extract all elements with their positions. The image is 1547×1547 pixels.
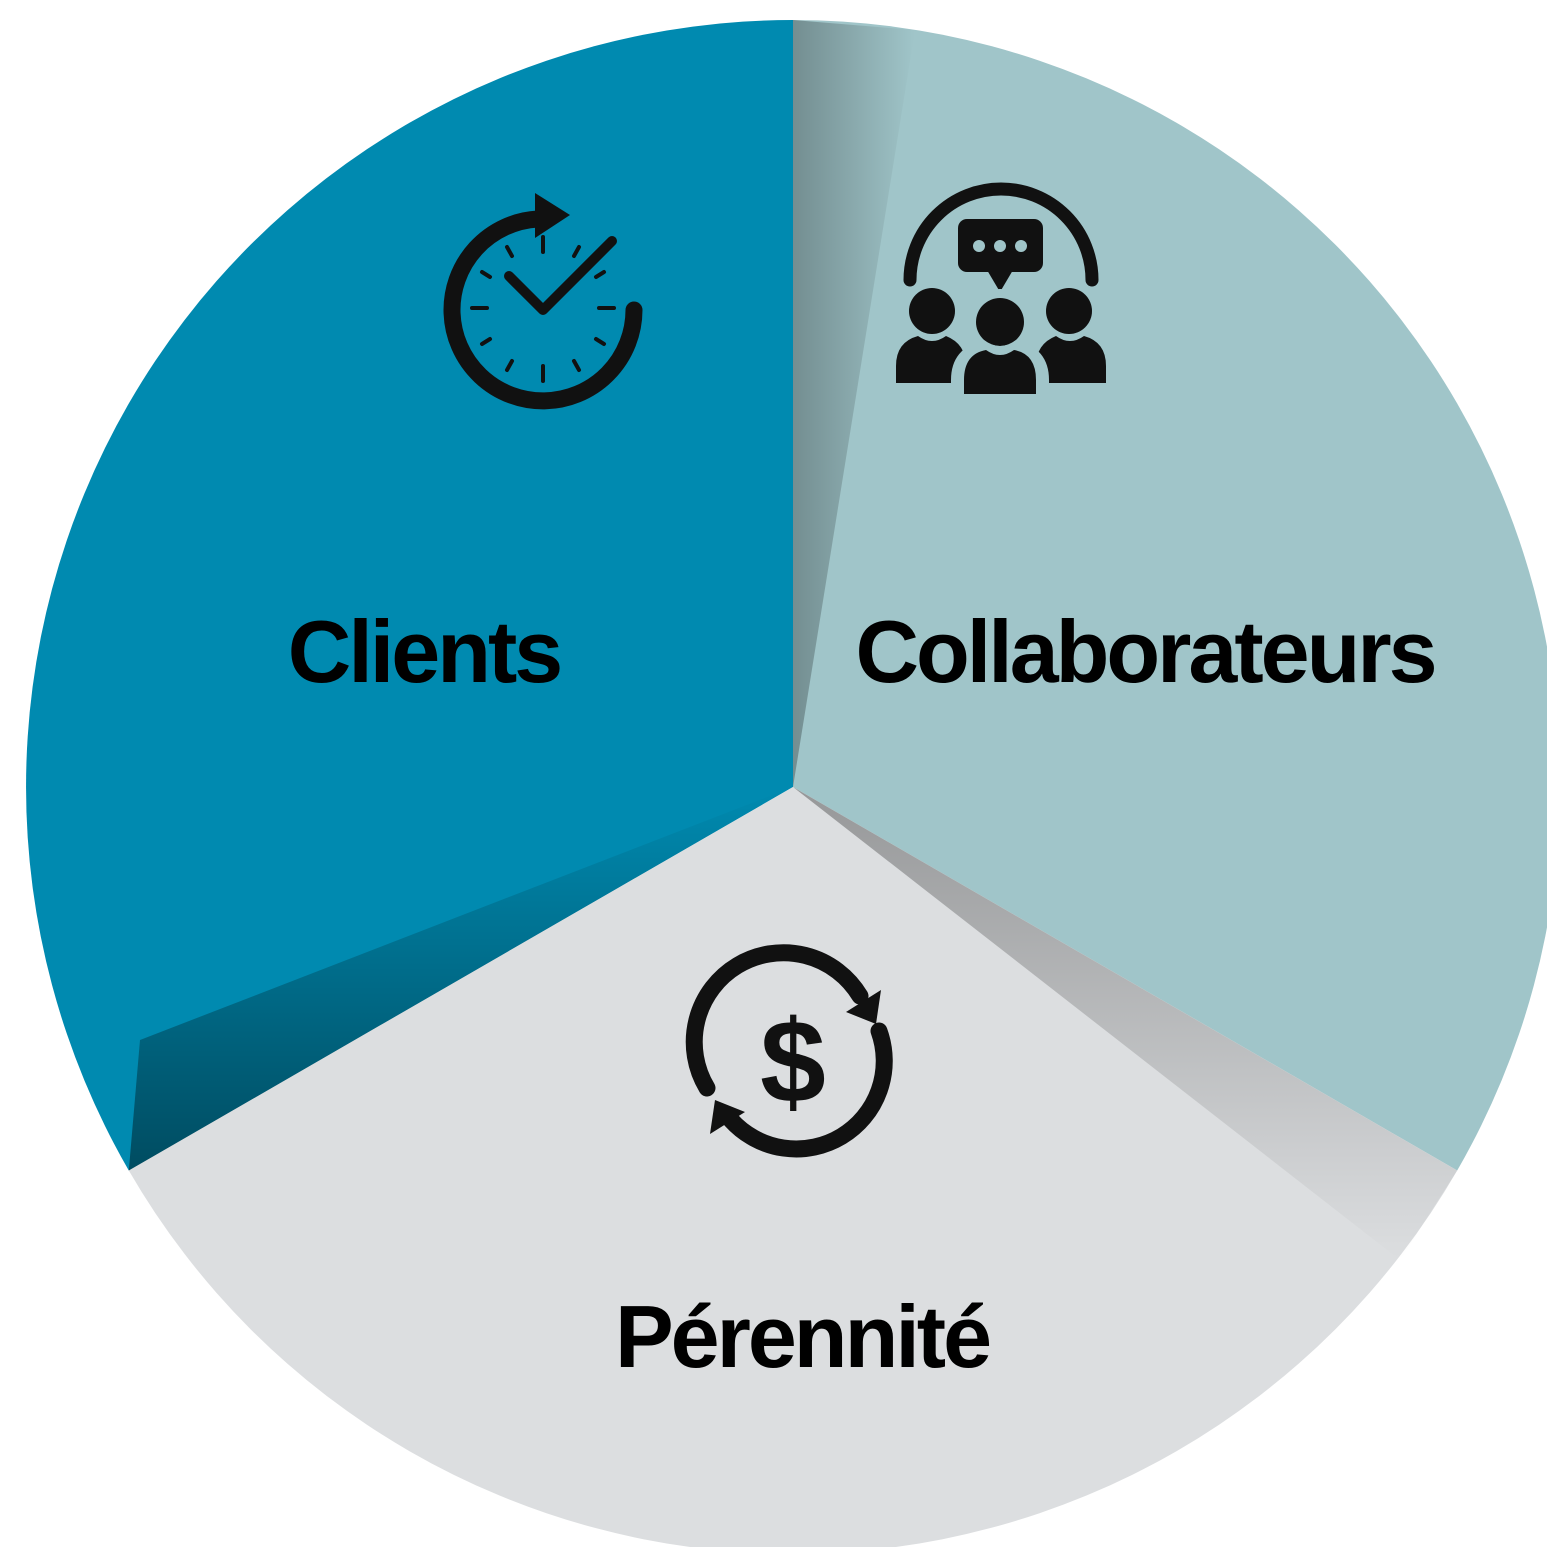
svg-text:$: $ [760,996,826,1128]
dollar-cycle-icon: $ [685,944,893,1158]
shadow-right-divider [793,787,1458,1260]
segment-label-collaborateurs: Collaborateurs [855,602,1434,701]
clock-check-icon [443,193,643,410]
team-chat-icon [896,182,1106,398]
shadow-top-divider [793,20,915,787]
segment-perennite [128,787,1458,1547]
segment-label-clients: Clients [288,602,560,701]
segment-label-perennite: Pérennité [615,1287,989,1386]
shadow-left-divider [128,787,794,1171]
